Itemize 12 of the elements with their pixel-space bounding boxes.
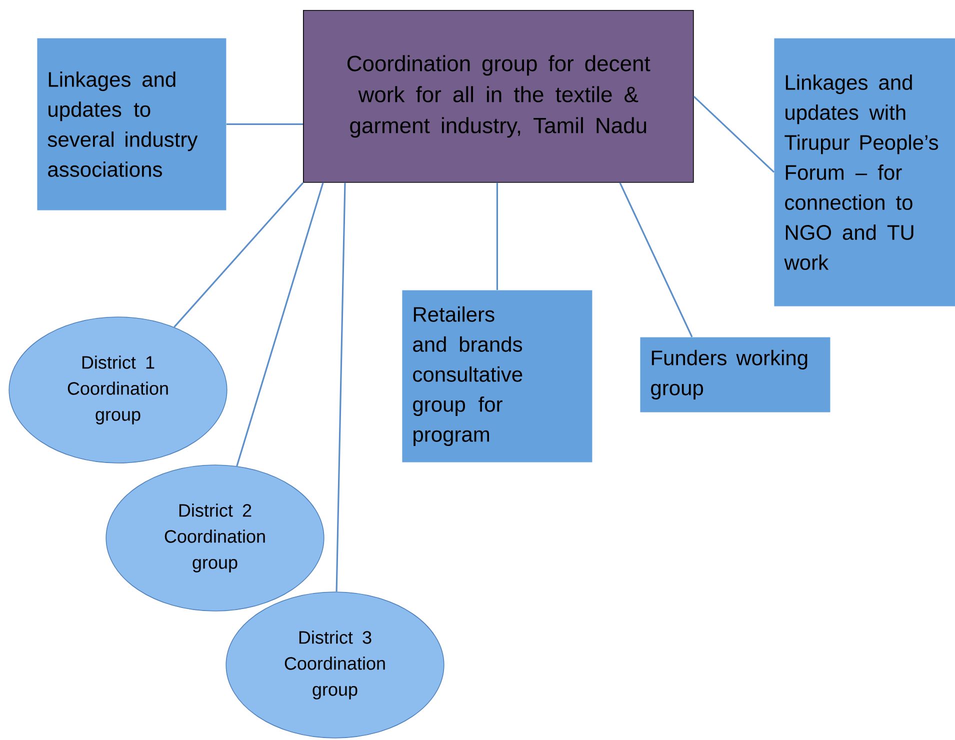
connector-line: [496, 182, 498, 290]
connector-line: [236, 182, 324, 466]
connector-line: [174, 182, 304, 328]
connector-line: [226, 123, 303, 125]
info-box: Linkages and updates to several industry associations: [37, 38, 226, 210]
connector-line: [336, 182, 346, 592]
info-box: Funders working group: [640, 337, 830, 412]
title-box: Coordination group for decent work for all in the textile & garment industry, Tamil Nadu: [303, 10, 694, 183]
connector-line: [619, 182, 693, 338]
info-box: Linkages and updates with Tirupur People’s Forum – for connection to NGO and TU work: [774, 38, 955, 306]
info-box: Retailers and brands consultative group for program: [402, 290, 592, 462]
connector-line: [693, 96, 775, 173]
